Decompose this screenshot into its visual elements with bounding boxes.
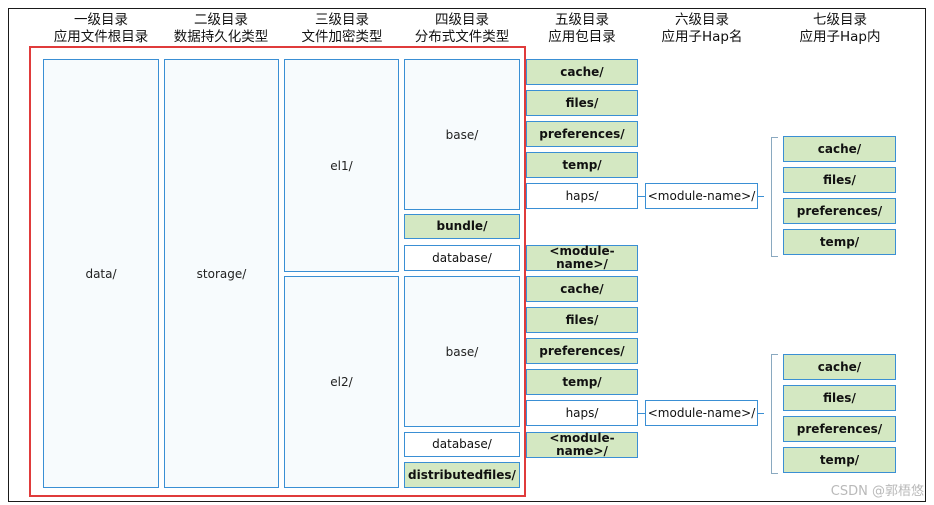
dir-temp: temp/ xyxy=(526,152,638,178)
header-level3: 三级目录文件加密类型 xyxy=(301,12,383,45)
dir-database-el2: database/ xyxy=(404,432,520,457)
dir-base-el1: base/ xyxy=(404,59,520,210)
connector xyxy=(758,413,764,414)
header-level4: 四级目录分布式文件类型 xyxy=(414,12,510,45)
dir-storage: storage/ xyxy=(164,59,279,488)
connector xyxy=(638,413,645,414)
header-level2: 二级目录数据持久化类型 xyxy=(173,12,269,45)
dir-module-name-hap: <module-name>/ xyxy=(645,183,758,209)
dir-preferences: preferences/ xyxy=(526,121,638,147)
highlight-outline xyxy=(29,46,526,497)
watermark: CSDN @郭梧悠 xyxy=(830,484,924,499)
dir-preferences: preferences/ xyxy=(526,338,638,364)
dir-preferences: preferences/ xyxy=(783,416,896,442)
dir-cache: cache/ xyxy=(526,276,638,302)
header-level6: 六级目录应用子Hap名 xyxy=(661,12,743,45)
header-level5: 五级目录应用包目录 xyxy=(548,12,616,45)
dir-cache: cache/ xyxy=(783,354,896,380)
connector xyxy=(758,196,764,197)
dir-files: files/ xyxy=(783,385,896,411)
dir-files: files/ xyxy=(526,307,638,333)
group-bracket xyxy=(771,137,778,257)
dir-cache: cache/ xyxy=(526,59,638,85)
dir-module-name: <module-name>/ xyxy=(526,245,638,271)
dir-haps: haps/ xyxy=(526,400,638,426)
dir-bundle: bundle/ xyxy=(404,214,520,239)
dir-el1: el1/ xyxy=(284,59,399,272)
dir-database-el1: database/ xyxy=(404,245,520,271)
connector xyxy=(638,196,645,197)
header-level7: 七级目录应用子Hap内 xyxy=(799,12,881,45)
dir-temp: temp/ xyxy=(783,229,896,255)
dir-preferences: preferences/ xyxy=(783,198,896,224)
dir-el2: el2/ xyxy=(284,276,399,488)
dir-files: files/ xyxy=(526,90,638,116)
group-bracket xyxy=(771,354,778,474)
diagram-frame xyxy=(8,8,926,502)
dir-files: files/ xyxy=(783,167,896,193)
dir-module-name: <module-name>/ xyxy=(526,432,638,458)
dir-haps: haps/ xyxy=(526,183,638,209)
dir-data: data/ xyxy=(43,59,159,488)
dir-base-el2: base/ xyxy=(404,276,520,427)
dir-module-name-hap: <module-name>/ xyxy=(645,400,758,426)
dir-cache: cache/ xyxy=(783,136,896,162)
dir-temp: temp/ xyxy=(783,447,896,473)
dir-distributedfiles: distributedfiles/ xyxy=(404,462,520,488)
header-level1: 一级目录应用文件根目录 xyxy=(53,12,149,45)
dir-temp: temp/ xyxy=(526,369,638,395)
